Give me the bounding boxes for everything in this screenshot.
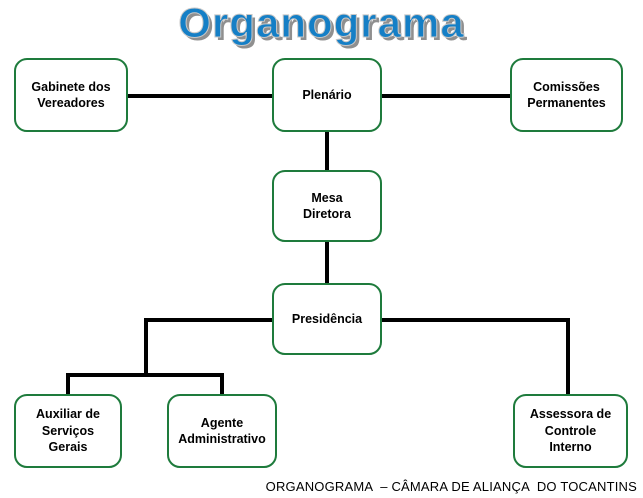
node-mesa-diretora: Mesa Diretora (272, 170, 382, 242)
node-assessora-controle-interno: Assessora de Controle Interno (513, 394, 628, 468)
connector-presidencia-left-vertical (144, 318, 148, 377)
node-gabinete-dos-vereadores: Gabinete dos Vereadores (14, 58, 128, 132)
node-auxiliar-servicos-gerais: Auxiliar de Serviços Gerais (14, 394, 122, 468)
node-comissoes-permanentes: Comissões Permanentes (510, 58, 623, 132)
connector-plenario-mesa (325, 132, 329, 170)
connector-left-branch-bar (66, 373, 224, 377)
node-presidencia: Presidência (272, 283, 382, 355)
connector-presidencia-right-vertical (566, 318, 570, 394)
connector-presidencia-right-horizontal (382, 318, 570, 322)
connector-presidencia-left-horizontal (144, 318, 272, 322)
node-agente-administrativo: Agente Administrativo (167, 394, 277, 468)
page-title: Organograma (178, 0, 465, 46)
connector-plenario-comissoes (382, 94, 510, 98)
node-plenario: Plenário (272, 58, 382, 132)
footer-caption: ORGANOGRAMA – CÂMARA DE ALIANÇA DO TOCAN… (265, 479, 637, 494)
connector-gabinete-plenario (128, 94, 272, 98)
connector-stub-agente (220, 373, 224, 394)
connector-stub-auxiliar (66, 373, 70, 394)
connector-mesa-presidencia (325, 242, 329, 283)
